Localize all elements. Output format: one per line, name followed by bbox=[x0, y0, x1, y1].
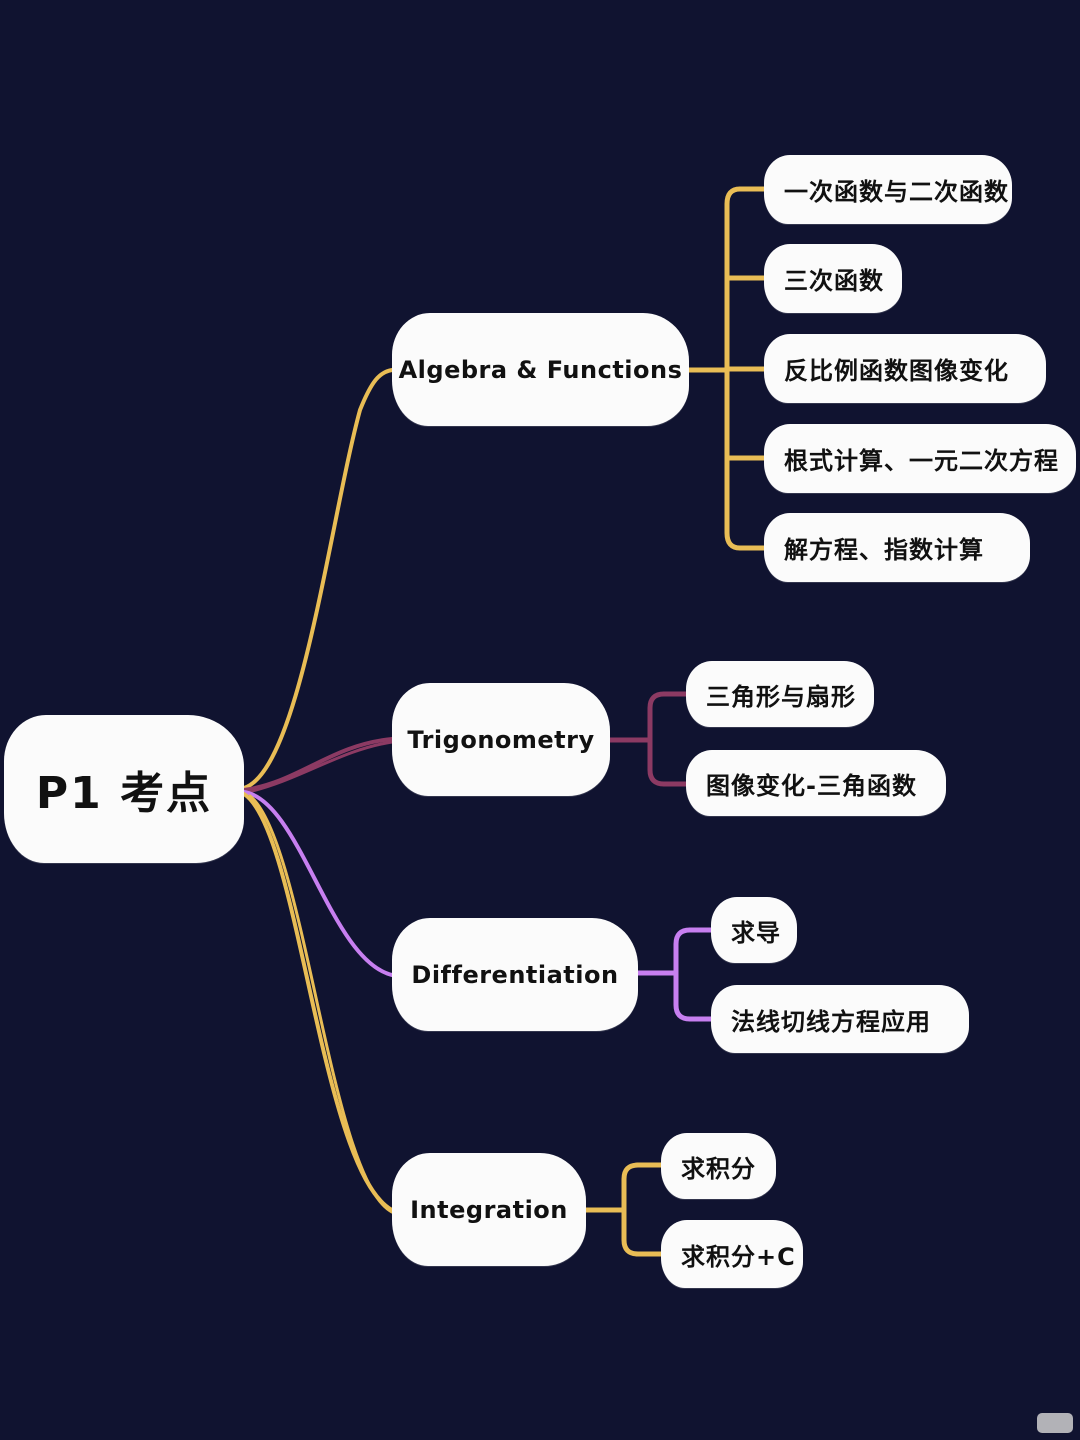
leaf-node-solving-equations-indices[interactable]: 解方程、指数计算 bbox=[764, 513, 1030, 582]
connector-root-trigonometry bbox=[242, 737, 394, 792]
leaf-label: 三角形与扇形 bbox=[706, 682, 856, 711]
root-label: P1 考点 bbox=[35, 768, 213, 819]
connector-trigonometry-children bbox=[607, 691, 689, 787]
branch-node-differentiation[interactable]: Differentiation bbox=[392, 918, 638, 1031]
connector-differentiation-children bbox=[635, 927, 714, 1022]
branch-node-integration[interactable]: Integration bbox=[392, 1153, 586, 1266]
connector-root-algebra bbox=[242, 368, 394, 790]
branch-label: Algebra & Functions bbox=[398, 355, 683, 384]
leaf-node-triangles-sectors[interactable]: 三角形与扇形 bbox=[686, 661, 874, 727]
leaf-node-normal-tangent-equations[interactable]: 法线切线方程应用 bbox=[711, 985, 969, 1053]
leaf-node-derivatives[interactable]: 求导 bbox=[711, 897, 797, 963]
leaf-label: 解方程、指数计算 bbox=[784, 536, 984, 564]
leaf-label: 求积分+C bbox=[681, 1242, 796, 1271]
leaf-node-integrals-plus-c[interactable]: 求积分+C bbox=[661, 1220, 803, 1288]
leaf-node-linear-quadratic-functions[interactable]: 一次函数与二次函数 bbox=[764, 155, 1012, 224]
branch-node-algebra-functions[interactable]: Algebra & Functions bbox=[392, 313, 689, 426]
leaf-node-trig-graph-transform[interactable]: 图像变化-三角函数 bbox=[686, 750, 946, 816]
leaf-label: 图像变化-三角函数 bbox=[706, 771, 917, 800]
leaf-label: 反比例函数图像变化 bbox=[784, 357, 1009, 385]
leaf-label: 根式计算、一元二次方程 bbox=[784, 447, 1059, 475]
branch-label: Integration bbox=[410, 1195, 568, 1224]
watermark-logo bbox=[1037, 1413, 1073, 1433]
root-node[interactable]: P1 考点 bbox=[4, 715, 244, 863]
branch-label: Trigonometry bbox=[407, 725, 595, 754]
branch-node-trigonometry[interactable]: Trigonometry bbox=[392, 683, 610, 796]
leaf-label: 求积分 bbox=[681, 1154, 756, 1183]
connector-root-differentiation bbox=[242, 790, 394, 977]
leaf-node-integrals[interactable]: 求积分 bbox=[661, 1133, 776, 1199]
branch-label: Differentiation bbox=[411, 960, 619, 989]
leaf-label: 法线切线方程应用 bbox=[731, 1007, 931, 1036]
connector-algebra-children bbox=[686, 186, 767, 551]
leaf-label: 一次函数与二次函数 bbox=[784, 178, 1009, 206]
leaf-node-reciprocal-function-graph-transform[interactable]: 反比例函数图像变化 bbox=[764, 334, 1046, 403]
leaf-node-surds-quadratic-equations[interactable]: 根式计算、一元二次方程 bbox=[764, 424, 1076, 493]
leaf-label: 三次函数 bbox=[784, 267, 884, 295]
leaf-label: 求导 bbox=[731, 918, 781, 947]
connector-integration-children bbox=[583, 1162, 664, 1257]
leaf-node-cubic-functions[interactable]: 三次函数 bbox=[764, 244, 902, 313]
